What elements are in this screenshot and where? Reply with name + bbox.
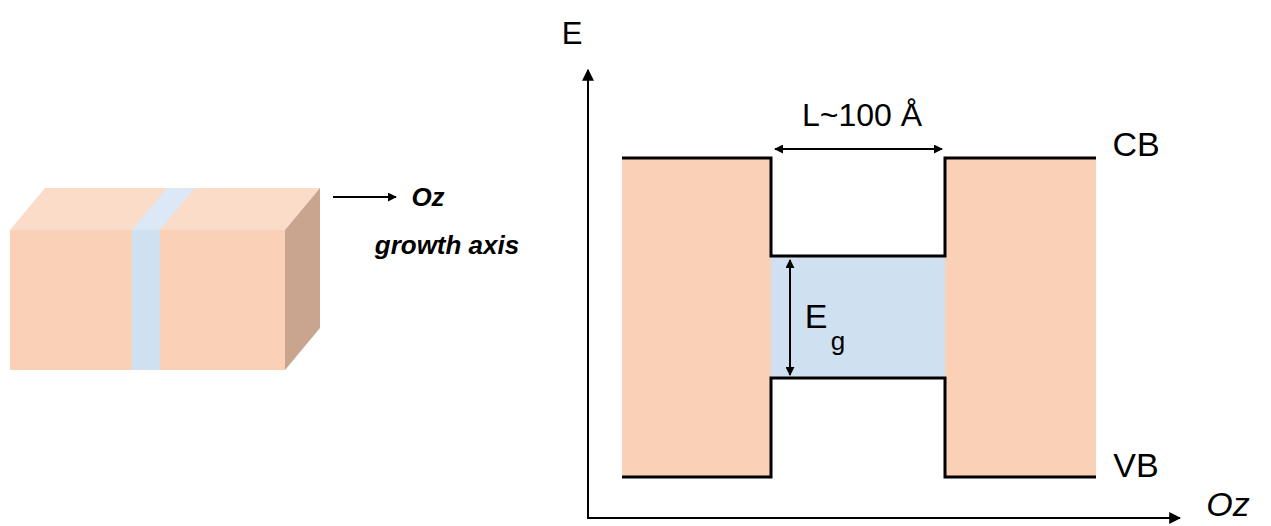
valence-band-edge [622, 378, 1096, 477]
axis-name: Oz [1206, 486, 1249, 523]
well-region [771, 256, 945, 378]
axis-caption: growth axis [375, 231, 519, 260]
energy-axis [587, 70, 589, 519]
growth-axis-arrow [333, 196, 396, 198]
axis-name: Oz [411, 183, 444, 212]
band-label: VB [1113, 447, 1158, 484]
well-layer-front [132, 230, 160, 370]
conduction-band-edge [622, 158, 1096, 256]
band-label: CB [1112, 126, 1159, 163]
well-layer-top [132, 188, 195, 230]
gap-arrow [789, 260, 791, 375]
gap-subscript: g [831, 327, 845, 356]
barrier-right [945, 158, 1096, 477]
z-axis [587, 517, 1180, 519]
barrier-left [622, 158, 771, 477]
gap-symbol: E [805, 298, 828, 335]
sample-block [10, 188, 320, 370]
block-front-face [10, 230, 285, 370]
block-side-face [285, 188, 320, 370]
dimension-label: L~100 Å [802, 98, 922, 133]
well-width-arrow [775, 148, 942, 150]
block-top-face [10, 188, 320, 230]
axis-name: E [562, 17, 583, 51]
